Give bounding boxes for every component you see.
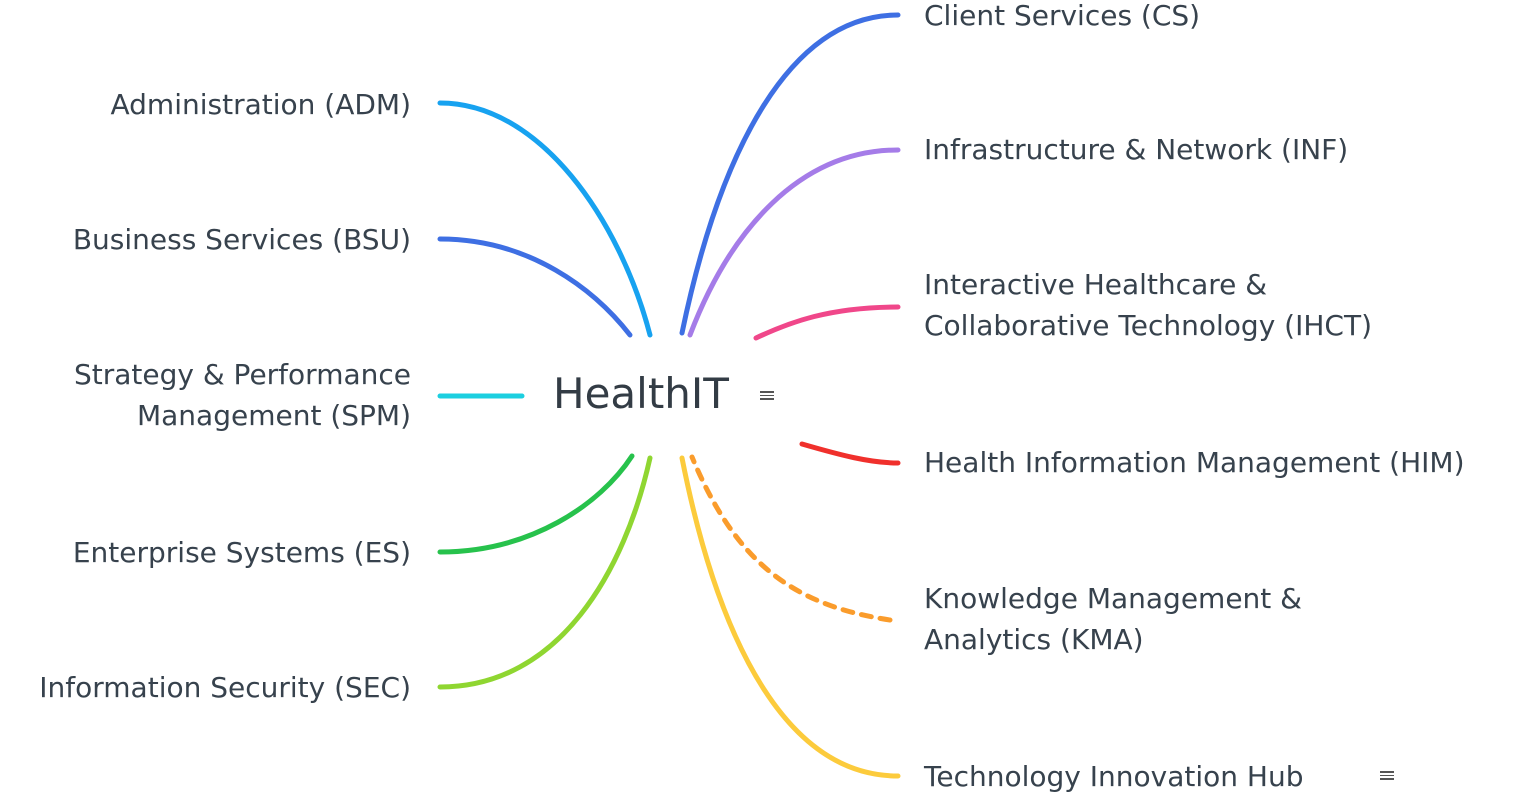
connector-cs [679, 12, 901, 336]
note-icon[interactable] [1380, 771, 1394, 782]
central-topic[interactable]: HealthIT [553, 369, 729, 418]
topic-cs[interactable]: Client Services (CS) [924, 0, 1200, 36]
connector-bsu [437, 236, 633, 338]
note-icon[interactable] [760, 391, 774, 402]
topic-spm-line: Management (SPM) [136, 399, 411, 432]
connector-ihct [753, 304, 901, 341]
connector-him [799, 441, 901, 466]
topic-sec[interactable]: Information Security (SEC) [39, 667, 411, 708]
topic-adm-line: Administration (ADM) [110, 88, 411, 121]
topic-kma-line: Analytics (KMA) [924, 623, 1144, 656]
topic-bsu-line: Business Services (BSU) [72, 223, 411, 256]
topic-kma-line: Knowledge Management & [924, 582, 1302, 615]
topic-tih[interactable]: Technology Innovation Hub [924, 756, 1303, 797]
connector-kma [689, 454, 893, 623]
topic-es[interactable]: Enterprise Systems (ES) [73, 532, 411, 573]
topic-inf[interactable]: Infrastructure & Network (INF) [924, 129, 1348, 170]
topic-bsu[interactable]: Business Services (BSU) [73, 219, 411, 260]
topic-sec-line: Information Security (SEC) [39, 671, 411, 704]
topic-kma[interactable]: Knowledge Management & Analytics (KMA) [924, 578, 1302, 660]
topic-adm[interactable]: Administration (ADM) [110, 84, 411, 125]
topic-inf-line: Infrastructure & Network (INF) [924, 133, 1349, 166]
topic-cs-line: Client Services (CS) [924, 0, 1201, 32]
topic-ihct[interactable]: Interactive Healthcare & Collaborative Te… [924, 264, 1372, 346]
connector-tih [679, 455, 901, 779]
connector-inf [687, 147, 901, 338]
topic-him-line: Health Information Management (HIM) [924, 446, 1465, 479]
topic-tih-line: Technology Innovation Hub [924, 760, 1304, 793]
connector-sec [437, 455, 653, 690]
topic-ihct-line: Collaborative Technology (IHCT) [924, 309, 1372, 342]
topic-him[interactable]: Health Information Management (HIM) [924, 442, 1465, 483]
connector-es [437, 453, 635, 555]
topic-es-line: Enterprise Systems (ES) [72, 536, 411, 569]
connector-adm [437, 100, 653, 338]
topic-spm-line: Strategy & Performance [73, 358, 411, 391]
topic-ihct-line: Interactive Healthcare & [924, 268, 1268, 301]
